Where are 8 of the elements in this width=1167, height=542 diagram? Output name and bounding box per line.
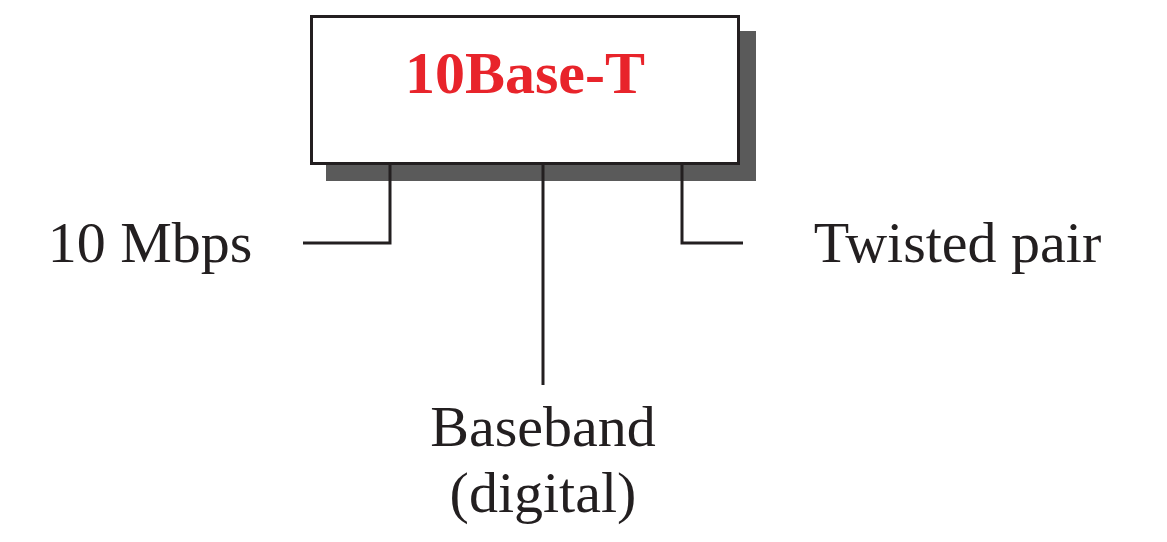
leader-line: [541, 165, 545, 385]
part-label: 10 Mbps: [47, 210, 253, 276]
part-label: Baseband (digital): [429, 394, 657, 526]
leader-line: [303, 165, 392, 245]
term-box: [310, 15, 740, 165]
leader-line: [680, 165, 743, 245]
part-label: Twisted pair: [813, 210, 1102, 276]
term-title: 10Base-T: [405, 40, 645, 106]
